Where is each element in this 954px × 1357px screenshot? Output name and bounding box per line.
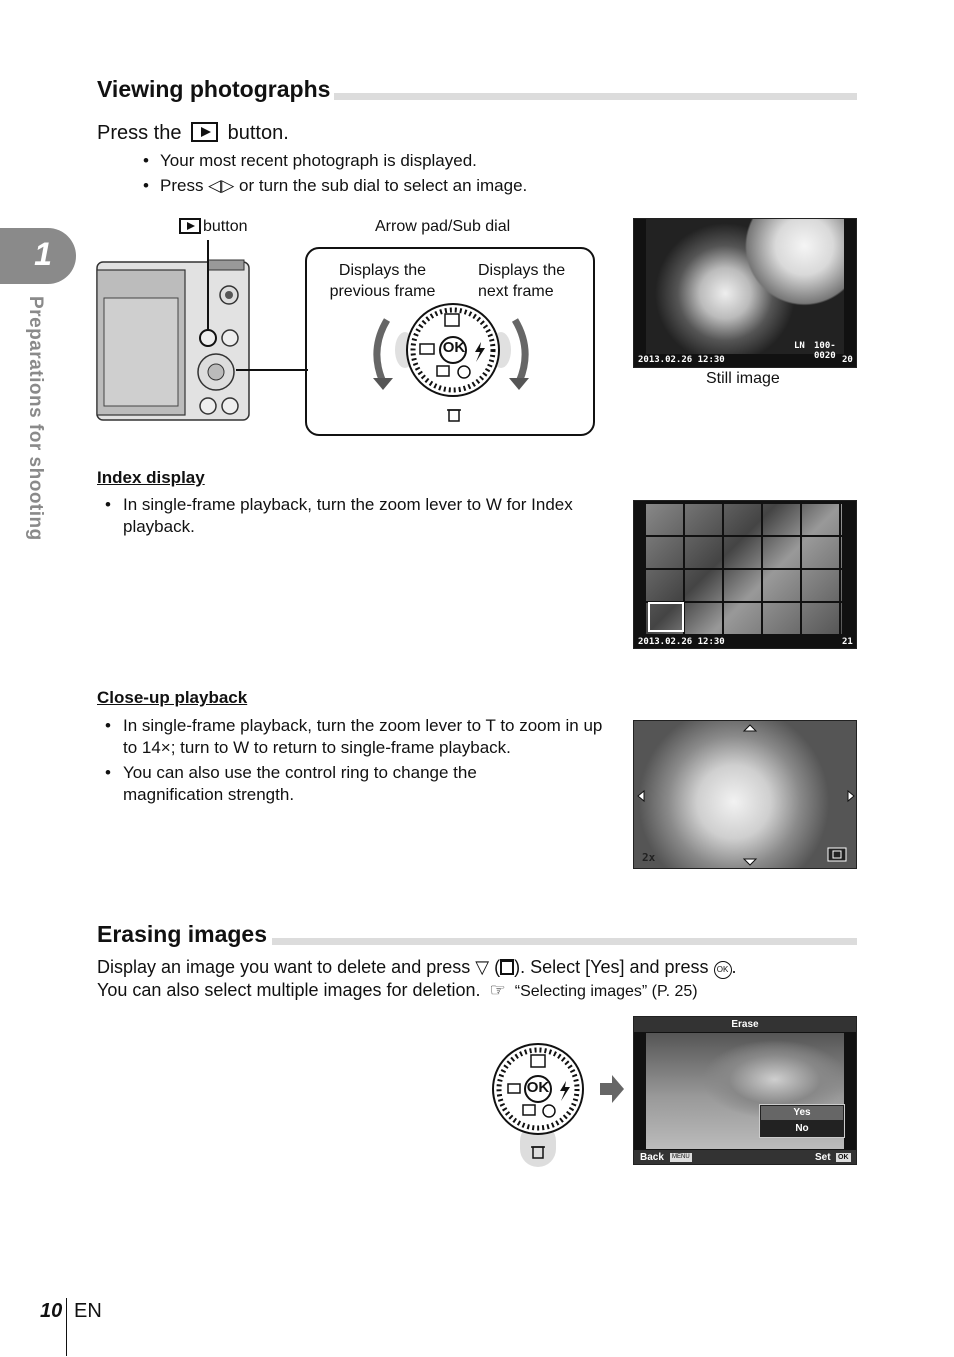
selected-thumbnail <box>648 602 684 632</box>
chapter-tab <box>0 228 76 284</box>
heading-erasing-images: Erasing images <box>97 921 268 947</box>
closeup-heading: Close-up playback <box>97 688 248 707</box>
playback-button-icon <box>191 122 219 142</box>
screen-date: 2013.02.26 12:30 <box>638 355 725 365</box>
playback-button-callout: button <box>179 218 247 236</box>
footer-divider <box>66 1298 67 1356</box>
trash-icon <box>500 959 515 975</box>
menu-badge: MENU <box>670 1153 692 1162</box>
heading-viewing-photographs: Viewing photographs <box>97 76 331 102</box>
callout-line <box>236 369 308 371</box>
erase-yes-option[interactable]: Yes <box>761 1106 843 1120</box>
arrow-pad-callout-box <box>305 247 595 436</box>
erase-instruction-line1: Display an image you want to delete and … <box>97 957 737 979</box>
ok-label: OK <box>442 339 466 356</box>
closeup-screen: 2x <box>633 720 857 869</box>
screen-date: 2013.02.26 12:30 <box>638 637 725 647</box>
bullet-item: •In single-frame playback, turn the zoom… <box>105 716 603 757</box>
camera-back-illustration <box>96 240 256 421</box>
screen-file-number: 100-0020 <box>814 341 836 361</box>
language-label: EN <box>74 1300 102 1322</box>
still-image-caption: Still image <box>706 370 780 387</box>
chapter-number: 1 <box>34 236 52 272</box>
screen-count: 21 <box>842 637 853 647</box>
down-triangle-icon: ▽ <box>475 957 490 977</box>
prev-frame-label: Displays the previous frame <box>329 262 436 300</box>
index-display-heading: Index display <box>97 468 205 487</box>
ok-button-icon: OK <box>713 961 732 979</box>
erase-menu: Yes No <box>759 1104 845 1138</box>
zoom-level: 2x <box>642 851 656 864</box>
rose-photo <box>646 219 844 354</box>
next-frame-label: Displays the next frame <box>478 262 566 300</box>
right-arrow-icon <box>600 1075 624 1103</box>
erase-title: Erase <box>634 1017 856 1032</box>
set-label: Set <box>815 1152 831 1163</box>
reference-hand-icon: ☞ <box>489 980 506 1000</box>
ok-badge: OK <box>836 1153 851 1162</box>
ok-label: OK <box>526 1079 550 1096</box>
press-instruction: Press the button. <box>97 122 289 144</box>
scroll-arrows <box>637 724 855 866</box>
heading-bar <box>272 938 857 945</box>
screen-ln: LN <box>794 341 805 351</box>
thumbnail-grid <box>646 504 842 634</box>
erase-dial <box>492 1043 584 1167</box>
playback-button-icon <box>179 218 201 234</box>
arrow-pad-dial <box>373 303 529 422</box>
erase-instruction-line2: You can also select multiple images for … <box>97 980 698 1000</box>
bullet-item: •You can also use the control ring to ch… <box>105 763 477 804</box>
page-number: 10 <box>40 1300 63 1322</box>
index-display-screen: 2013.02.26 12:30 21 <box>633 500 857 649</box>
heading-bar <box>334 93 857 100</box>
arrow-pad-label: Arrow pad/Sub dial <box>375 218 511 235</box>
still-image-screen: 2013.02.26 12:30 LN 100-0020 20 <box>633 218 857 368</box>
chapter-title: Preparations for shooting <box>25 296 46 541</box>
screen-count: 20 <box>842 355 853 365</box>
erase-screen: Erase Yes No Back MENU Set OK <box>633 1016 857 1165</box>
back-label: Back <box>640 1152 664 1163</box>
erase-no-option[interactable]: No <box>795 1123 809 1134</box>
chapter-title-vertical: Preparations for shooting <box>22 296 52 566</box>
